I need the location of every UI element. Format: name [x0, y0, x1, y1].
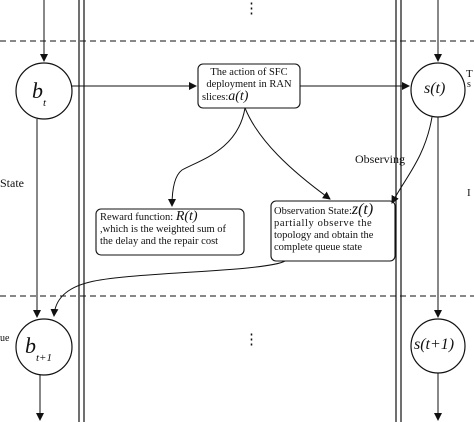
left-ue-text: ue [0, 333, 10, 344]
arrow-action-to-observation [244, 107, 331, 200]
node-b-t1 [15, 318, 73, 376]
observing-label: Observing [355, 152, 405, 166]
observation-box-text: Observation State:z(t) partially observe… [274, 201, 374, 254]
node-s-t1-label: s(t+1) [414, 336, 455, 353]
arrow-action-to-reward [168, 107, 246, 207]
reward-box [95, 208, 245, 256]
arrow-s-t-to-observation [391, 116, 433, 204]
right-i-text: I [467, 187, 471, 199]
node-b-t-label: bt [32, 78, 47, 109]
left-double-line [78, 0, 85, 422]
node-b-t1-label: bt+1 [25, 333, 52, 364]
node-s-t-label: s(t) [424, 80, 446, 97]
observation-box [270, 200, 396, 262]
action-box-text: The action of SFC deployment in RAN slic… [202, 67, 292, 104]
right-s-text: s [467, 79, 471, 90]
node-b-t [15, 62, 73, 120]
top-ellipsis: ⋮ [244, 1, 259, 17]
right-double-line [395, 0, 402, 422]
right-t-text: T [466, 68, 473, 80]
reward-box-text: Reward function: R(t) ,which is the weig… [100, 209, 226, 248]
arrow-observation-to-b-t1 [50, 260, 286, 317]
bottom-ellipsis: ⋮ [244, 332, 259, 348]
left-state-text: State [0, 176, 24, 190]
